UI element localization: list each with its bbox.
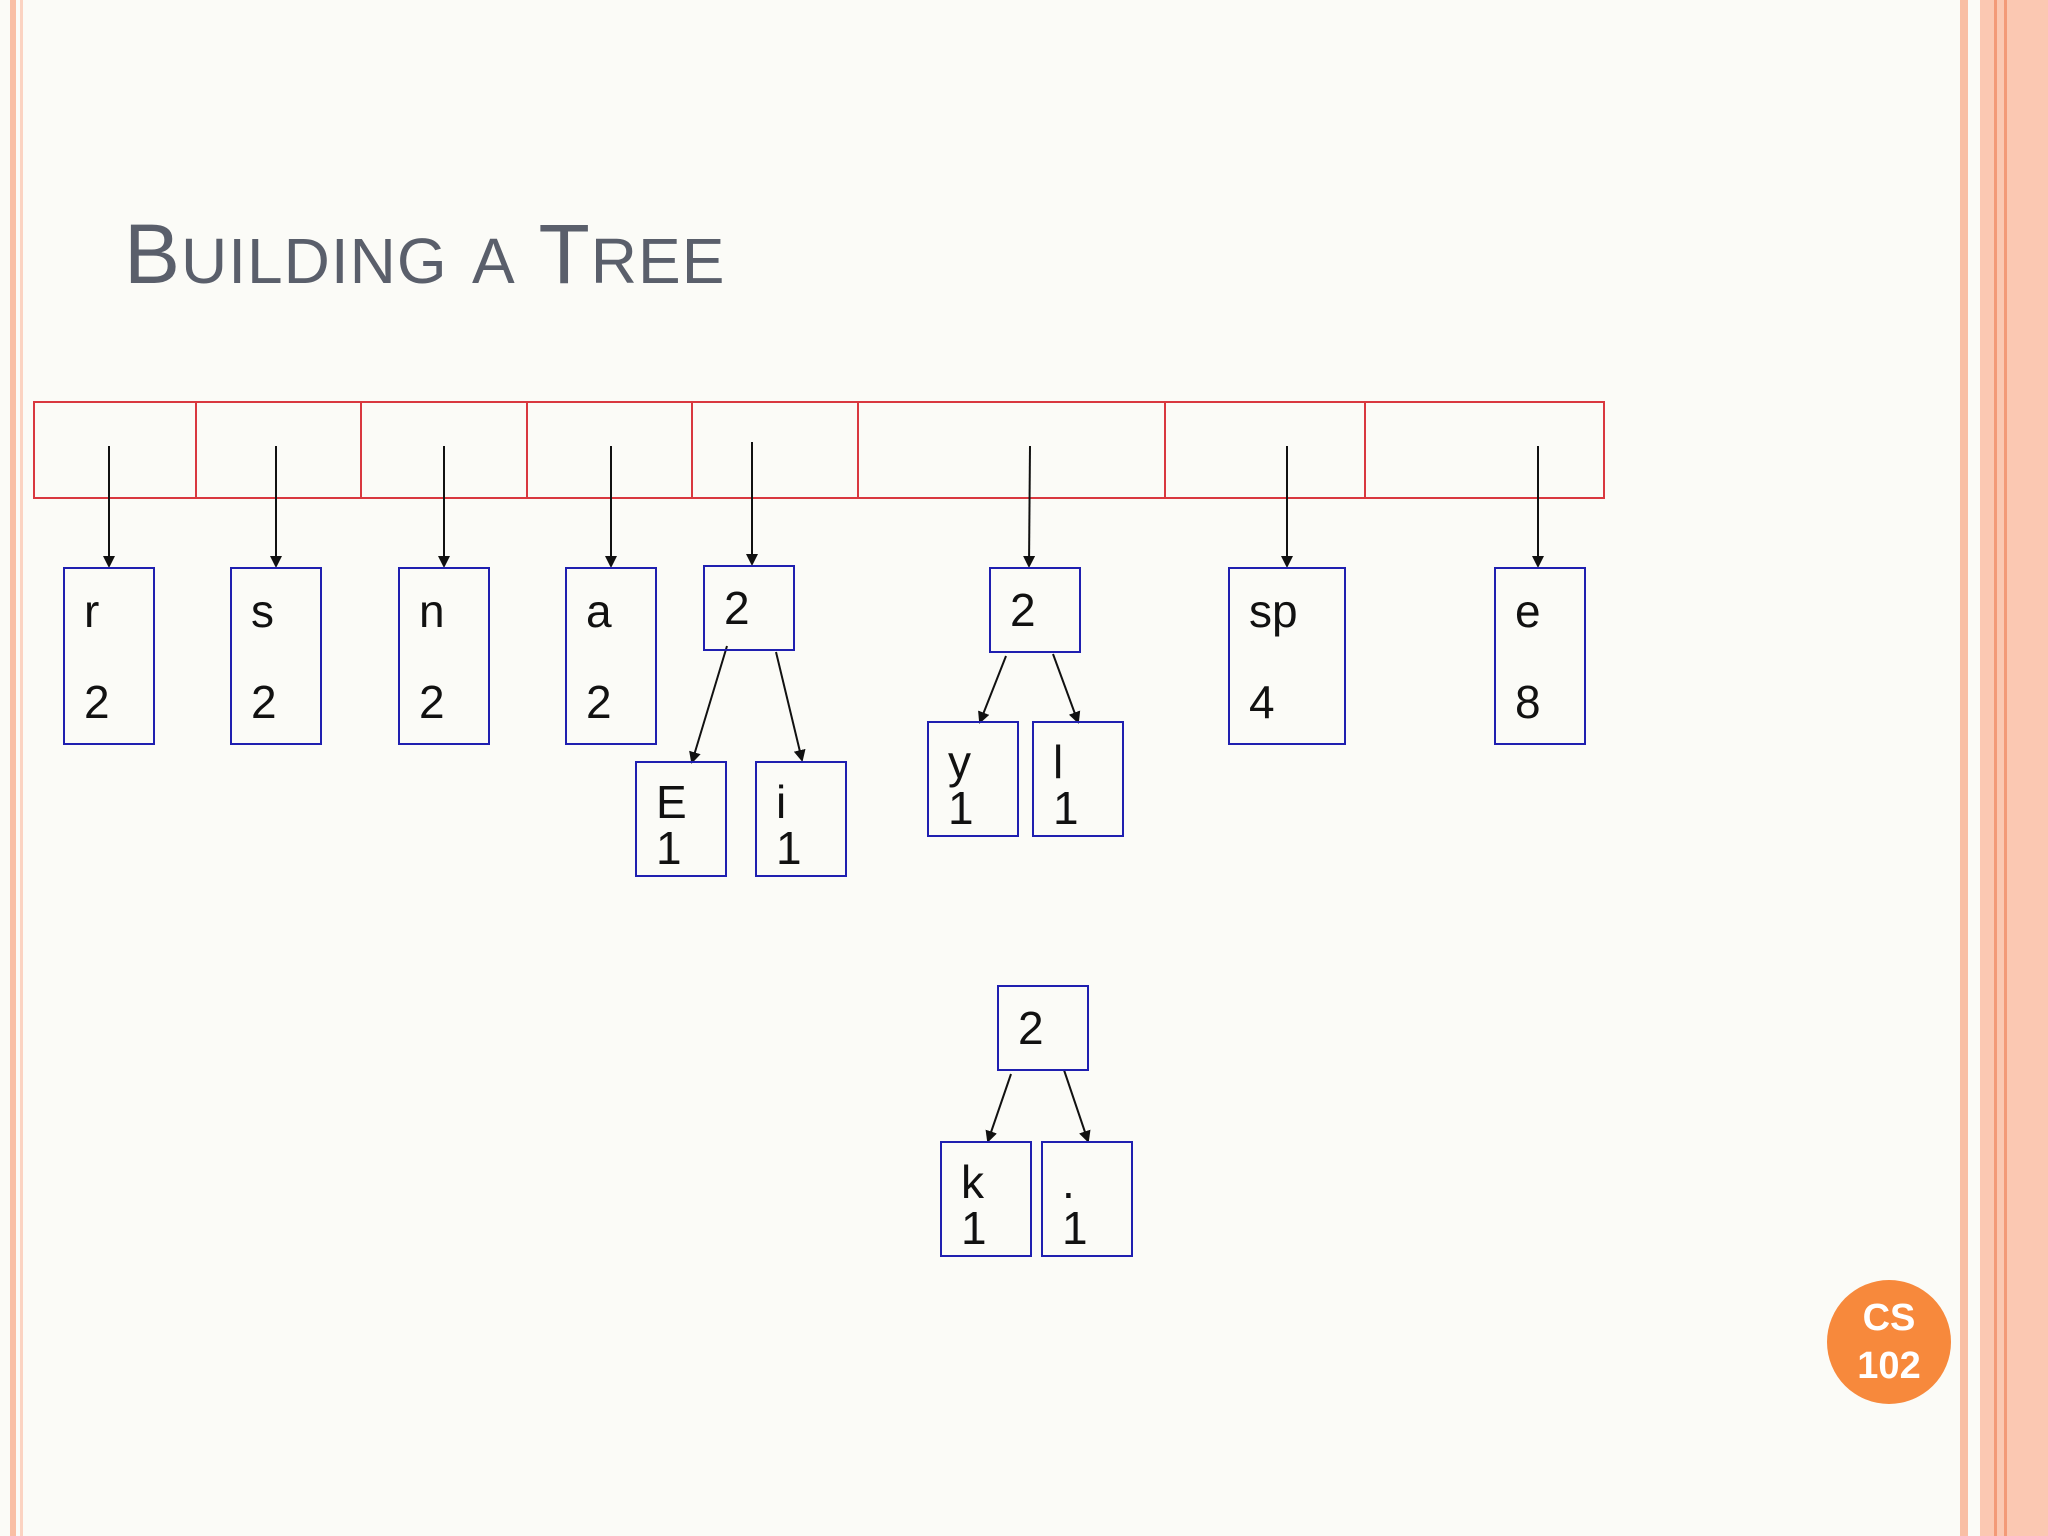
queue-cell — [33, 401, 197, 499]
node-n-symbol: n — [419, 585, 445, 637]
leaf-k-symbol: k — [961, 1156, 985, 1208]
title-rest-tree: REE — [590, 225, 726, 297]
queue-cell — [857, 401, 1166, 499]
node-e8-weight: 8 — [1515, 676, 1541, 728]
right-border-stripe-wide — [1980, 0, 2048, 1536]
queue-cell — [1364, 401, 1605, 499]
queue-cell — [195, 401, 362, 499]
branch-arrow — [689, 645, 728, 764]
title-rest-building: UILDING — [181, 225, 448, 297]
leaf-node-box — [1032, 721, 1124, 837]
left-border-stripe — [10, 0, 16, 1536]
internal-node-box — [989, 567, 1081, 653]
node-s-symbol: s — [251, 585, 274, 637]
leaf-node-box — [1041, 1141, 1133, 1257]
node-s-weight: 2 — [251, 676, 277, 728]
priority-queue — [33, 401, 1605, 499]
pending-node-weight: 2 — [1018, 1002, 1044, 1054]
node-r-box — [63, 567, 155, 745]
node-a-symbol: a — [586, 585, 612, 637]
leaf-node-box — [927, 721, 1019, 837]
badge-line-2: 102 — [1857, 1345, 1921, 1387]
course-badge: CS 102 — [1827, 1280, 1951, 1404]
leaf-dot-symbol: . — [1062, 1156, 1075, 1208]
node-sp-box — [1228, 567, 1346, 745]
leaf-y-symbol: y — [948, 736, 971, 788]
node-s-box — [230, 567, 322, 745]
branch-arrow — [985, 1073, 1012, 1143]
queue-pointers — [103, 442, 1544, 568]
leaf-e-symbol: E — [656, 776, 687, 828]
pointer-arrow — [1023, 445, 1036, 568]
leaf-l-weight: 1 — [1053, 782, 1079, 834]
node-e-box — [1494, 567, 1586, 745]
right-border-line-1 — [1994, 0, 1997, 1536]
node-n-weight: 2 — [419, 676, 445, 728]
branch-arrow — [1052, 653, 1081, 724]
node-r-weight: 2 — [84, 676, 110, 728]
node-r-symbol: r — [84, 585, 99, 637]
leaf-y-weight: 1 — [948, 782, 974, 834]
node-labels: r 2 s 2 n 2 a 2 2 E 1 i 1 2 y 1 l 1 sp 4… — [84, 582, 1541, 1254]
queue-cell — [1164, 401, 1366, 499]
right-border-stripe — [1960, 0, 1968, 1536]
node-sp-symbol: sp — [1249, 585, 1298, 637]
right-border-line-2 — [2004, 0, 2007, 1536]
node-sp-weight: 4 — [1249, 676, 1275, 728]
node-a-box — [565, 567, 657, 745]
branch-arrow — [978, 655, 1007, 724]
leaf-node-box — [755, 761, 847, 877]
leaf-i-weight: 1 — [776, 822, 802, 874]
queue-cell — [691, 401, 859, 499]
node-ei-weight: 2 — [724, 582, 750, 634]
internal-node-box — [997, 985, 1089, 1071]
node-n-box — [398, 567, 490, 745]
branch-arrow — [775, 651, 806, 762]
node-boxes — [63, 565, 1586, 1257]
tree-branches — [689, 645, 1091, 1143]
left-border-stripe-thin — [20, 0, 23, 1536]
node-e8-symbol: e — [1515, 585, 1541, 637]
internal-node-box — [703, 565, 795, 651]
title-word-a: A — [471, 225, 516, 297]
node-a-weight: 2 — [586, 676, 612, 728]
leaf-l-symbol: l — [1053, 736, 1063, 788]
leaf-dot-weight: 1 — [1062, 1202, 1088, 1254]
leaf-k-weight: 1 — [961, 1202, 987, 1254]
title-letter-t: T — [538, 207, 591, 301]
leaf-e-weight: 1 — [656, 822, 682, 874]
leaf-node-box — [940, 1141, 1032, 1257]
title-letter-b: B — [124, 207, 182, 301]
leaf-node-box — [635, 761, 727, 877]
queue-cell — [526, 401, 693, 499]
badge-line-1: CS — [1862, 1297, 1916, 1339]
node-yl-weight: 2 — [1010, 584, 1036, 636]
leaf-i-symbol: i — [776, 776, 786, 828]
slide-title: BUILDING A TREE — [124, 206, 725, 303]
branch-arrow — [1063, 1069, 1091, 1143]
